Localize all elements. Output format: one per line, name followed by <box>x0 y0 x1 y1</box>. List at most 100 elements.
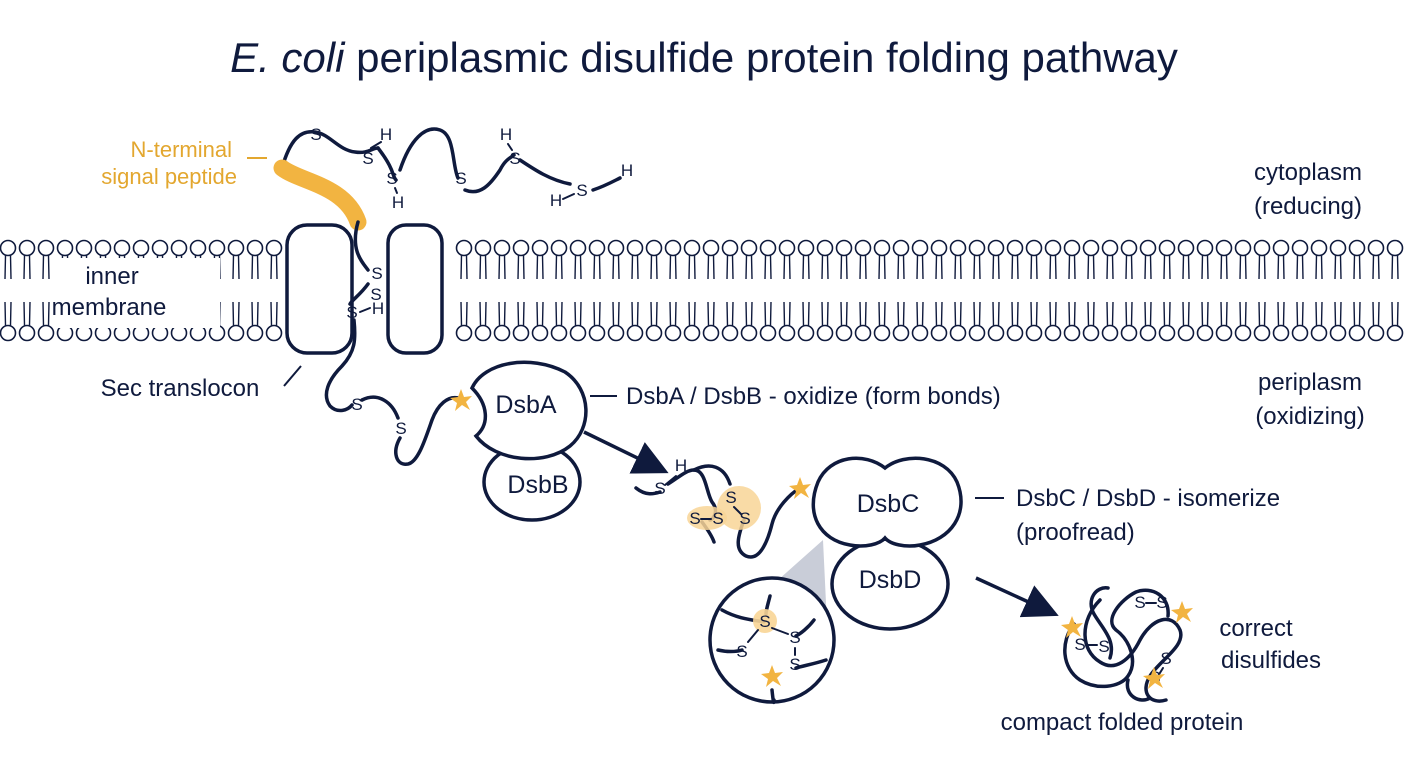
lipid-top <box>1386 239 1404 280</box>
membrane-label-backdrop <box>56 258 220 328</box>
lipid-top <box>797 239 815 280</box>
svg-text:S: S <box>739 509 750 528</box>
svg-text:H: H <box>500 125 512 144</box>
lipid-top <box>493 239 511 280</box>
lipid-bottom <box>854 301 872 342</box>
svg-text:S: S <box>455 169 466 188</box>
svg-text:S: S <box>371 264 382 283</box>
lipid-top <box>949 239 967 280</box>
nonnative-intermediate-chain: S H S S S S <box>634 456 811 559</box>
lipid-top <box>1063 239 1081 280</box>
lipid-top <box>265 239 283 280</box>
lipid-bottom <box>1120 301 1138 342</box>
lipid-top <box>1044 239 1062 280</box>
lipid-bottom <box>835 301 853 342</box>
lipid-top <box>1310 239 1328 280</box>
lipid-top <box>778 239 796 280</box>
lipid-bottom <box>664 301 682 342</box>
dsba-dsbb-complex: DsbA DsbB DsbA / DsbB - oxidize (form bo… <box>469 360 1001 522</box>
lipid-bottom <box>1272 301 1290 342</box>
lipid-bottom <box>778 301 796 342</box>
lipid-bottom <box>797 301 815 342</box>
lipid-bottom <box>531 301 549 342</box>
lipid-bottom <box>892 301 910 342</box>
lipid-bottom <box>1196 301 1214 342</box>
lipid-bottom <box>607 301 625 342</box>
lipid-bottom <box>0 301 17 342</box>
lipid-bottom <box>18 301 36 342</box>
svg-text:S: S <box>351 395 362 414</box>
lipid-top <box>911 239 929 280</box>
lipid-top <box>835 239 853 280</box>
lipid-bottom <box>493 301 511 342</box>
svg-text:H: H <box>675 456 687 475</box>
lipid-top <box>873 239 891 280</box>
cytoplasm-label-line2: (reducing) <box>1254 193 1362 220</box>
lipid-top <box>37 239 55 280</box>
unfolded-chain-cytoplasm <box>273 127 622 231</box>
lipid-top <box>550 239 568 280</box>
svg-text:S: S <box>1134 593 1145 612</box>
lipid-top <box>987 239 1005 280</box>
lipid-top <box>474 239 492 280</box>
lipid-top <box>1196 239 1214 280</box>
svg-text:S: S <box>310 125 321 144</box>
svg-text:H: H <box>372 299 384 318</box>
membrane-label-line2: membrane <box>52 294 167 321</box>
svg-text:S: S <box>386 169 397 188</box>
lipid-top <box>569 239 587 280</box>
lipid-top <box>1158 239 1176 280</box>
lipid-top <box>1139 239 1157 280</box>
lipid-top <box>1025 239 1043 280</box>
correct-disulfides-line2: disulfides <box>1221 647 1321 674</box>
lipid-bottom <box>759 301 777 342</box>
dsbc-enzyme <box>811 456 963 548</box>
dsbd-label: DsbD <box>859 566 922 594</box>
lipid-top <box>1006 239 1024 280</box>
lipid-top <box>227 239 245 280</box>
lipid-bottom <box>949 301 967 342</box>
lipid-bottom <box>1158 301 1176 342</box>
lipid-bottom <box>1215 301 1233 342</box>
svg-text:S: S <box>509 149 520 168</box>
lipid-bottom <box>588 301 606 342</box>
lipid-bottom <box>1101 301 1119 342</box>
lipid-top <box>721 239 739 280</box>
lipid-top <box>1253 239 1271 280</box>
lipid-bottom <box>1025 301 1043 342</box>
arrow-to-intermediate <box>583 430 669 474</box>
arrow-to-folded-protein <box>975 576 1059 618</box>
lipid-bottom <box>721 301 739 342</box>
cytoplasm-label-line1: cytoplasm <box>1254 159 1362 186</box>
translocon-leader <box>283 365 302 387</box>
signal-peptide-label-line1: N-terminal <box>131 137 232 162</box>
sec-translocon: S S S H <box>285 220 444 413</box>
lipid-top <box>740 239 758 280</box>
dsba-enzyme <box>469 360 588 461</box>
folded-protein: S S S S S S <box>1061 586 1193 703</box>
oxidation-spark <box>450 389 472 411</box>
lipid-bottom <box>265 301 283 342</box>
lipid-bottom <box>1234 301 1252 342</box>
lipid-bottom <box>1253 301 1271 342</box>
lipid-top <box>0 239 17 280</box>
periplasm-label-line1: periplasm <box>1258 369 1362 396</box>
svg-text:S: S <box>759 612 770 631</box>
lipid-bottom <box>930 301 948 342</box>
lipid-top <box>892 239 910 280</box>
dsbc-label: DsbC <box>857 490 920 518</box>
svg-text:S: S <box>1074 635 1085 654</box>
lipid-top <box>683 239 701 280</box>
lipid-top <box>968 239 986 280</box>
lipid-bottom <box>227 301 245 342</box>
lipid-bottom <box>1291 301 1309 342</box>
lipid-bottom <box>740 301 758 342</box>
lipid-bottom <box>683 301 701 342</box>
svg-text:S: S <box>346 303 357 322</box>
lipid-bottom <box>1006 301 1024 342</box>
lipid-top <box>531 239 549 280</box>
lipid-bottom <box>873 301 891 342</box>
lipid-top <box>1234 239 1252 280</box>
translocon-label: Sec translocon <box>101 375 260 402</box>
